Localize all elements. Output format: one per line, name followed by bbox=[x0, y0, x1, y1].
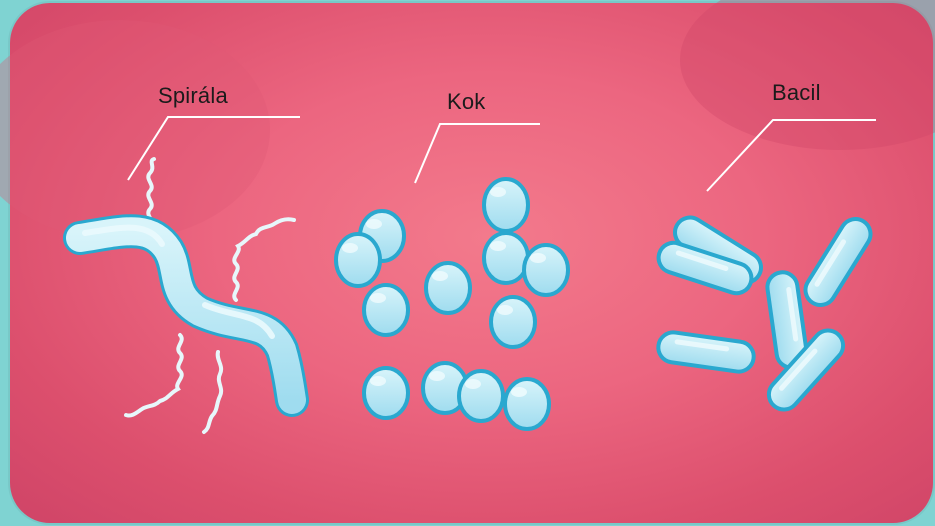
coccus-cell bbox=[459, 371, 503, 421]
coccus-cell bbox=[505, 379, 549, 429]
coccus-cell bbox=[336, 234, 380, 286]
coccus-cell bbox=[484, 179, 528, 231]
background-blob bbox=[680, 0, 935, 150]
coccus-cell bbox=[524, 245, 568, 295]
coccus-label: Kok bbox=[447, 89, 486, 115]
bacillus-cell bbox=[800, 213, 876, 310]
cocci-cluster bbox=[336, 179, 568, 429]
spiral-label: Spirála bbox=[158, 83, 228, 109]
coccus-cell bbox=[484, 233, 528, 283]
background-blob bbox=[0, 20, 270, 240]
bacilli-group bbox=[655, 212, 876, 416]
coccus-cell bbox=[491, 297, 535, 347]
coccus-cell bbox=[364, 285, 408, 335]
coccus-pointer-line bbox=[415, 124, 540, 183]
bacillus-label: Bacil bbox=[772, 80, 821, 106]
bacillus-cell bbox=[656, 330, 755, 373]
coccus-cell bbox=[364, 368, 408, 418]
coccus-cell bbox=[426, 263, 470, 313]
